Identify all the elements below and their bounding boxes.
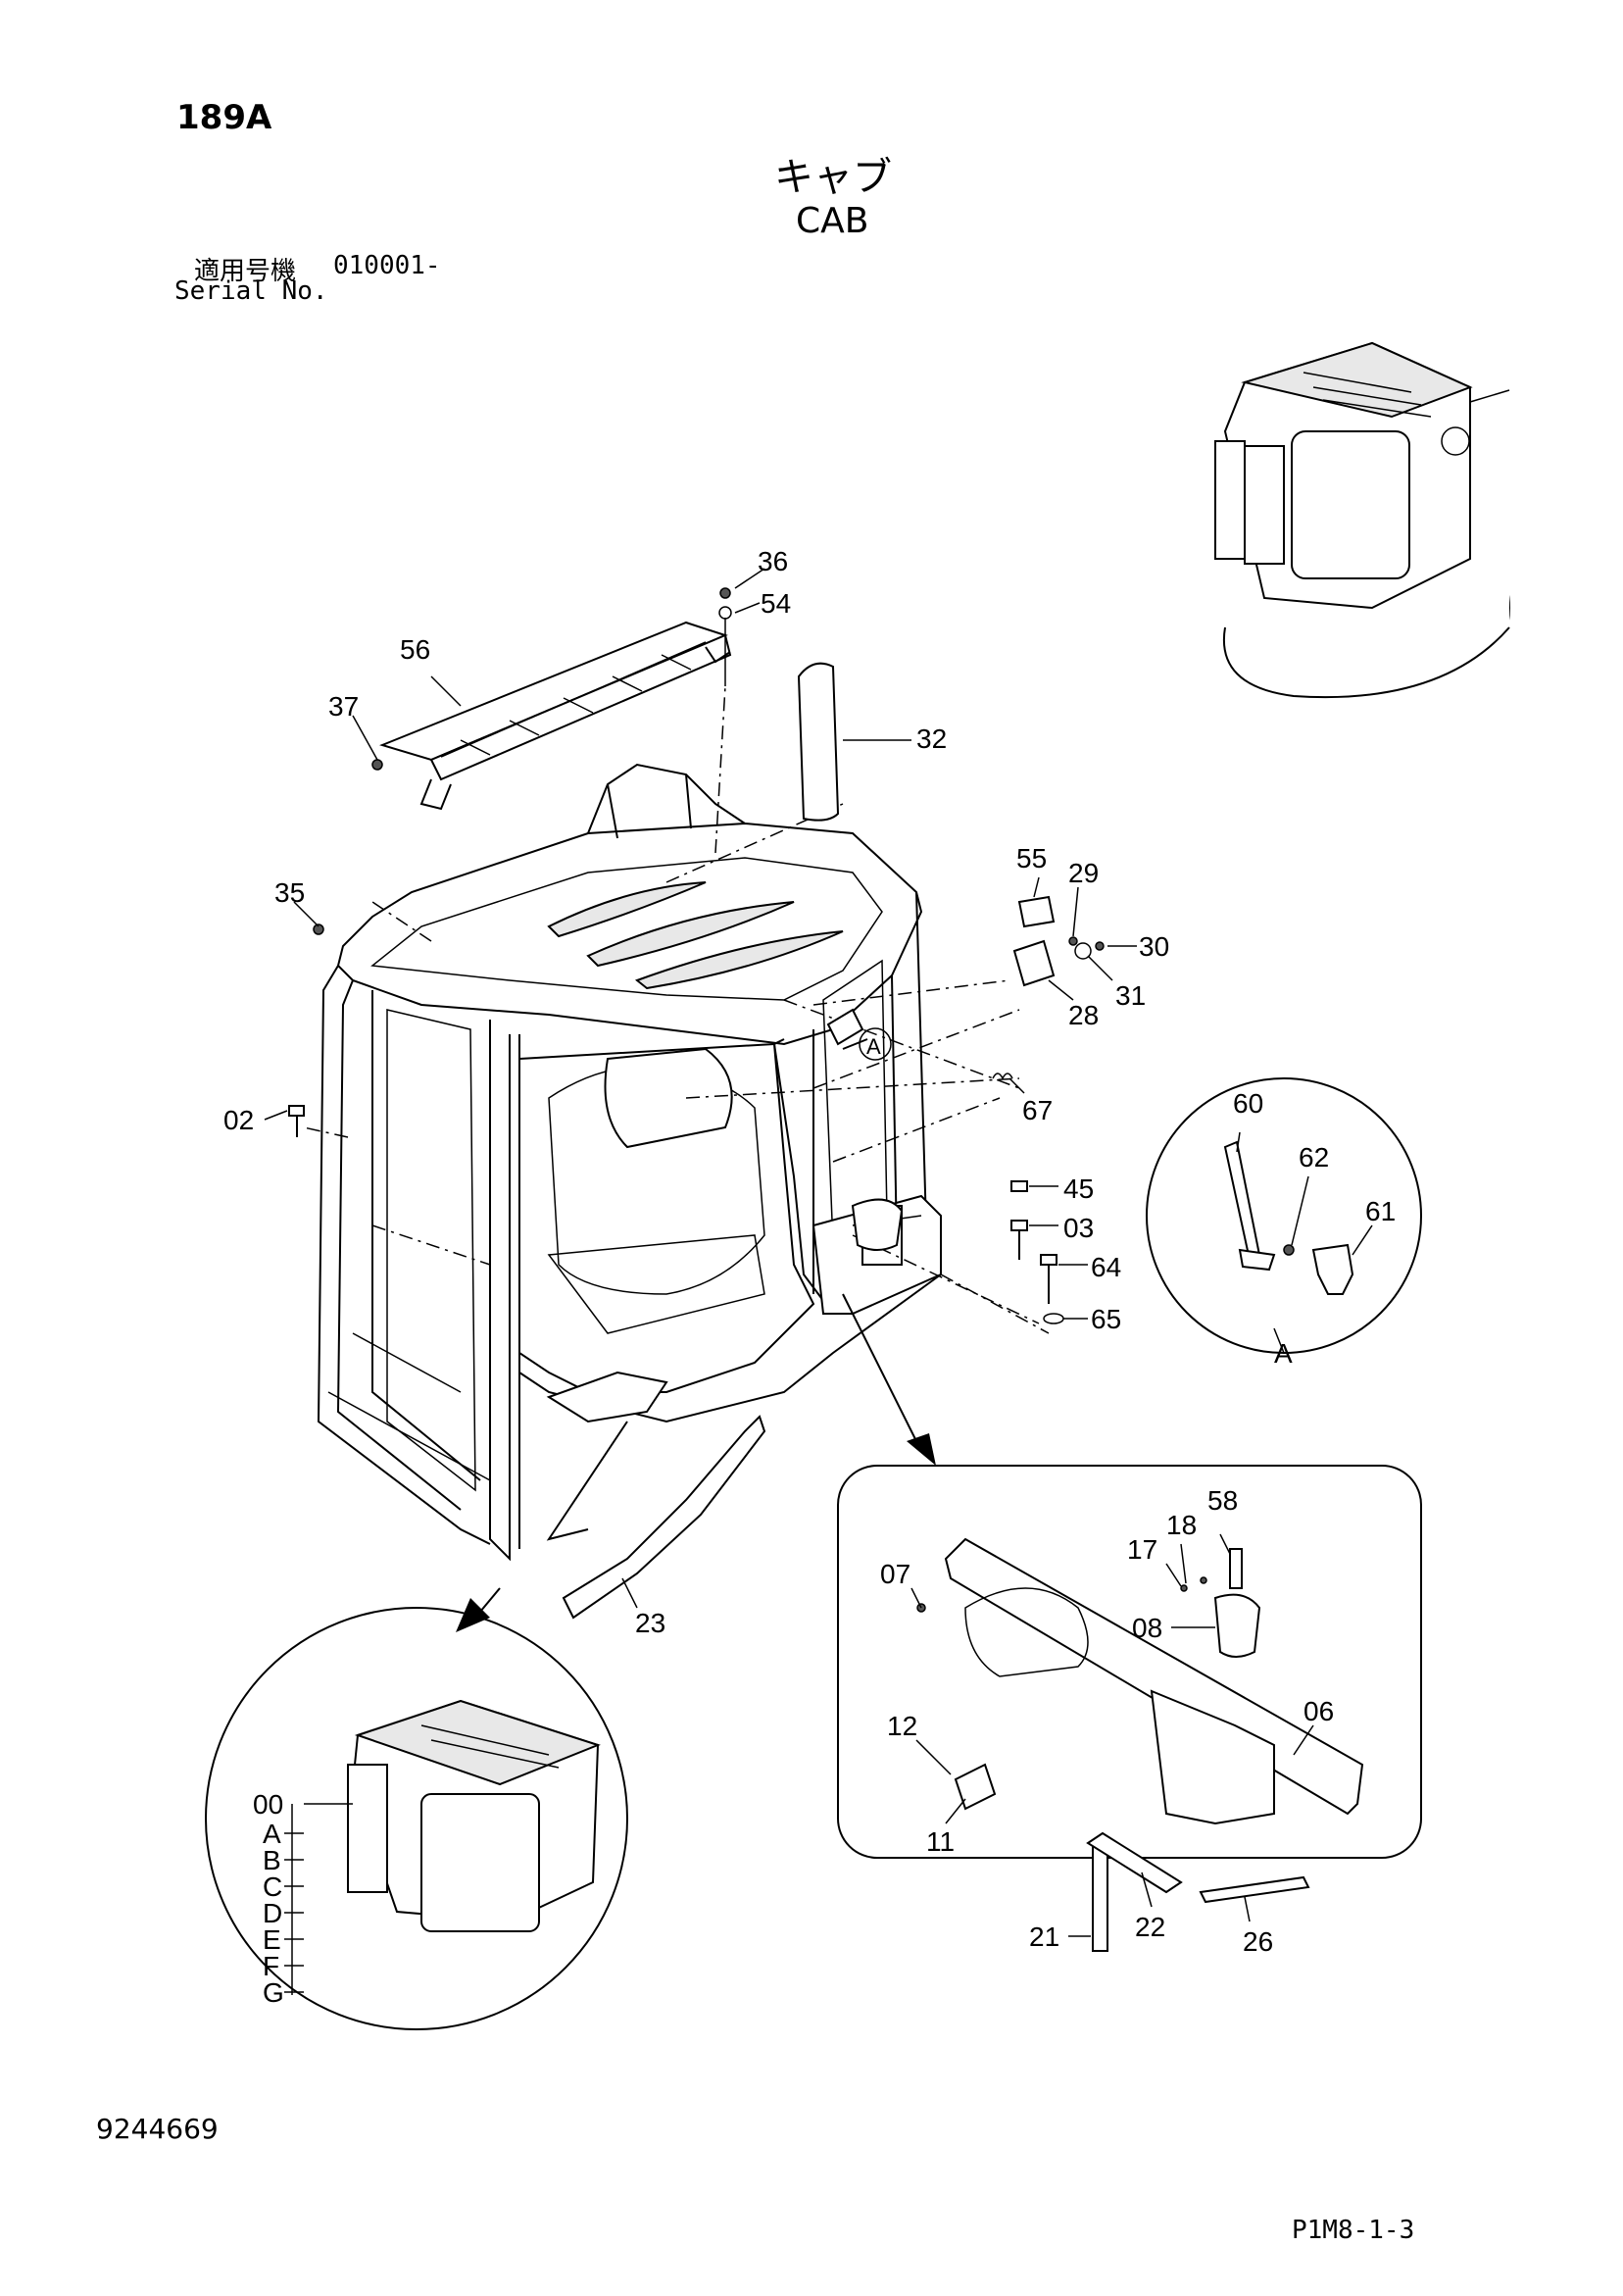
page-reference: P1M8-1-3 [1292,2216,1415,2245]
callout-67: 67 [1022,1095,1053,1125]
callout-45: 45 [1063,1173,1094,1204]
callout-35: 35 [274,877,305,908]
leader-lines [264,568,1373,1937]
callout-06: 06 [1303,1696,1334,1726]
detail-view-label: A [1274,1338,1293,1369]
fasteners [288,587,1064,1324]
document-number: 9244669 [96,2113,219,2145]
callout-labels: 36 54 56 37 32 35 55 29 30 31 28 67 02 4… [223,546,1396,1957]
callout-23: 23 [635,1608,665,1638]
serial-number-value: 010001- [333,251,441,280]
callout-36: 36 [758,546,788,576]
callout-18: 18 [1166,1510,1197,1540]
callout-31: 31 [1115,980,1146,1011]
callout-55: 55 [1016,843,1047,873]
callout-17: 17 [1127,1534,1157,1565]
title-japanese: キャブ [774,155,892,200]
callout-26: 26 [1243,1926,1273,1957]
callout-02: 02 [223,1105,254,1135]
callout-07: 07 [880,1559,910,1589]
callout-30: 30 [1139,931,1169,962]
callout-56: 56 [400,634,430,665]
detail-view-a [1146,1077,1422,1354]
callout-11: 11 [926,1826,955,1857]
callout-54: 54 [761,588,791,619]
serial-label-japanese: 適用号機 [194,257,297,286]
title-english: CAB [796,201,869,241]
callout-00: 00 [253,1789,283,1820]
callout-32: 32 [916,724,947,754]
callout-61: 61 [1365,1196,1396,1226]
callout-29: 29 [1068,858,1099,888]
variant-a: A [263,1819,281,1849]
reference-arrows [456,1027,936,1632]
callout-65: 65 [1091,1304,1121,1334]
page-code: 189A [176,98,272,137]
callout-58: 58 [1207,1485,1238,1516]
callout-37: 37 [328,691,359,722]
pillar-cover [797,662,840,822]
machine-thumbnail [1205,341,1510,735]
variant-e: E [263,1924,281,1955]
callout-08: 08 [1132,1613,1162,1643]
variant-g: G [263,1977,284,2008]
variant-letters: A B C D E F G [263,1804,304,2008]
callout-12: 12 [887,1711,917,1741]
detail-ref-marker: A [866,1034,881,1059]
callout-28: 28 [1068,1000,1099,1030]
variant-c: C [263,1872,282,1902]
roof-panel [378,621,732,811]
variant-view [205,1607,628,2030]
callout-60: 60 [1233,1088,1263,1119]
variant-f: F [263,1951,279,1981]
callout-64: 64 [1091,1252,1121,1282]
serial-label-english: Serial No. [174,276,328,306]
latch-assembly [1012,895,1105,987]
cab-frame [303,685,1050,1620]
callout-22: 22 [1135,1912,1165,1942]
callout-21: 21 [1029,1922,1059,1952]
detail-box-rear-trim [837,1465,1422,1952]
variant-b: B [263,1845,281,1875]
callout-62: 62 [1299,1142,1329,1173]
callout-03: 03 [1063,1213,1094,1243]
variant-d: D [263,1898,282,1928]
